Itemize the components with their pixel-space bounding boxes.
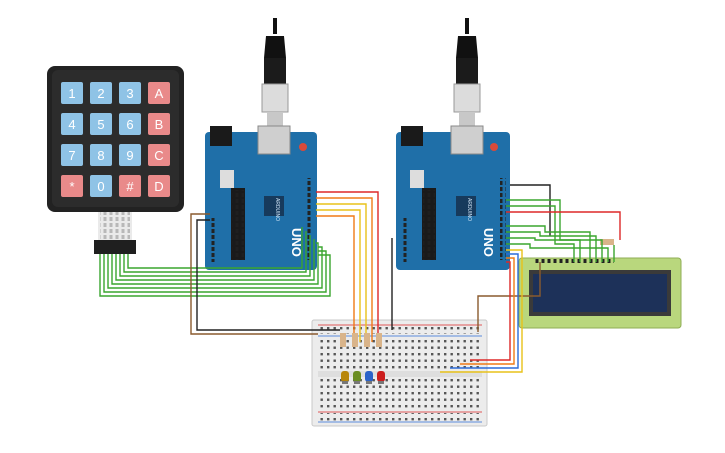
keypad-key-D[interactable]: D: [148, 175, 170, 197]
keypad-key-label: 9: [126, 148, 133, 163]
keypad-key-9[interactable]: 9: [119, 144, 141, 166]
board-1-brand: ARDUINO: [274, 198, 280, 221]
keypad-key-4[interactable]: 4: [61, 113, 83, 135]
keypad-header: [94, 240, 136, 254]
keypad-key-0[interactable]: 0: [90, 175, 112, 197]
led-2[interactable]: [353, 371, 361, 384]
keypad-key-label: 4: [68, 117, 75, 132]
lcd-display[interactable]: [518, 239, 682, 329]
arduino-board-1[interactable]: UNO ARDUINO: [205, 18, 317, 270]
keypad-key-label: 3: [126, 86, 133, 101]
keypad-key-label: C: [154, 148, 163, 163]
keypad-key-label: 6: [126, 117, 133, 132]
keypad-key-A[interactable]: A: [148, 82, 170, 104]
keypad-key-6[interactable]: 6: [119, 113, 141, 135]
keypad-key-label: 5: [97, 117, 104, 132]
keypad-key-label: B: [155, 117, 164, 132]
keypad-key-label: 8: [97, 148, 104, 163]
keypad-key-label: #: [126, 179, 134, 194]
keypad-key-B[interactable]: B: [148, 113, 170, 135]
keypad-key-label: 1: [68, 86, 75, 101]
keypad[interactable]: 1 2 3 A 4 5 6 B 7 8 9 C * 0 # D: [47, 66, 184, 254]
usb-cable-2: [453, 18, 481, 126]
led-1[interactable]: [341, 371, 349, 384]
wiring: [99, 184, 621, 373]
keypad-key-#[interactable]: #: [119, 175, 141, 197]
keypad-key-5[interactable]: 5: [90, 113, 112, 135]
keypad-key-C[interactable]: C: [148, 144, 170, 166]
keypad-key-2[interactable]: 2: [90, 82, 112, 104]
board-2-label: UNO: [481, 228, 496, 257]
keypad-key-label: D: [154, 179, 163, 194]
led-array[interactable]: [341, 371, 385, 384]
keypad-key-8[interactable]: 8: [90, 144, 112, 166]
keypad-key-3[interactable]: 3: [119, 82, 141, 104]
resistor-array[interactable]: [340, 333, 382, 347]
lcd-resistor[interactable]: [600, 239, 614, 245]
usb-cable-1: [261, 18, 289, 126]
keypad-key-1[interactable]: 1: [61, 82, 83, 104]
keypad-key-7[interactable]: 7: [61, 144, 83, 166]
keypad-key-label: 0: [97, 179, 104, 194]
arduino-board-2[interactable]: UNO ARDUINO: [396, 18, 510, 270]
keypad-key-*[interactable]: *: [61, 175, 83, 197]
keypad-key-label: 7: [68, 148, 75, 163]
board-1-label: UNO: [289, 228, 304, 257]
keypad-ribbon: [98, 212, 132, 242]
keypad-key-label: A: [155, 86, 164, 101]
keypad-key-label: *: [69, 179, 74, 194]
keypad-key-label: 2: [97, 86, 104, 101]
led-3[interactable]: [365, 371, 373, 384]
led-4[interactable]: [377, 371, 385, 384]
breadboard[interactable]: [311, 319, 488, 427]
board-2-brand: ARDUINO: [466, 198, 472, 221]
